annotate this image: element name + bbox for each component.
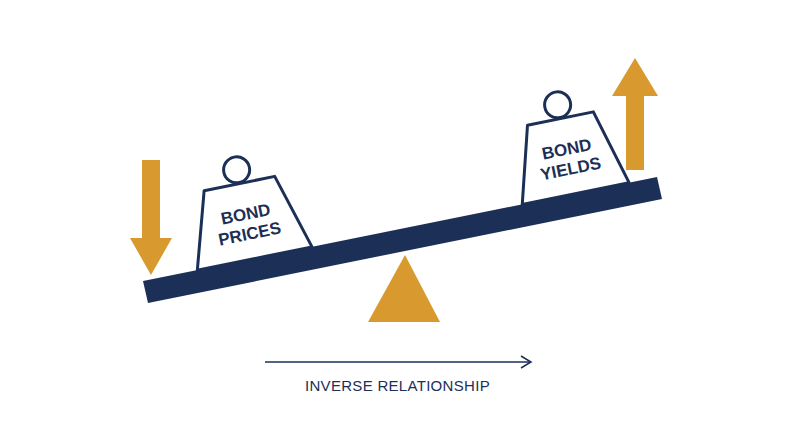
up-arrow [612,58,658,170]
direction-arrow [265,356,531,368]
down-arrow [130,160,172,275]
fulcrum [368,255,440,322]
relationship-label: INVERSE RELATIONSHIP [305,377,490,394]
